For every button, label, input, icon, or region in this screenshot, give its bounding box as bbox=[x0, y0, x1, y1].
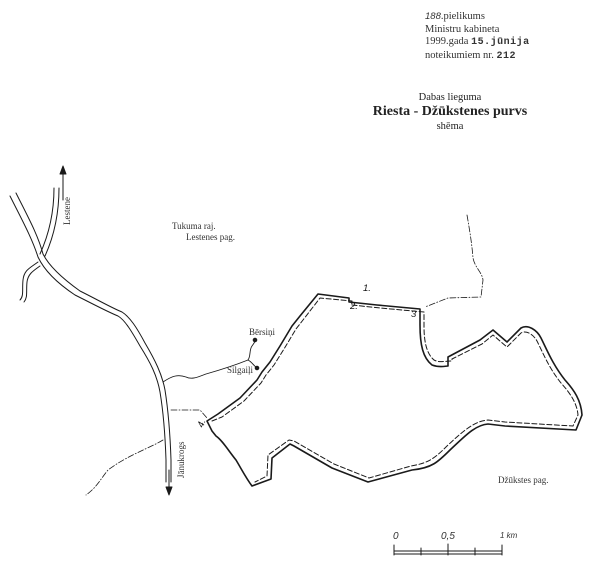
appendix-number: 188 bbox=[425, 11, 441, 22]
map-kind: shēma bbox=[436, 121, 464, 132]
scale-bar bbox=[393, 543, 503, 556]
road-lestene bbox=[19, 187, 60, 303]
appendix-note: 188.pielikums Ministru kabineta 1999.gad… bbox=[425, 11, 530, 63]
admin-boundary bbox=[85, 214, 484, 496]
boundary-point-2: 2. bbox=[350, 301, 358, 312]
label-tukuma-raj: Tukuma raj. bbox=[172, 221, 216, 231]
map-title: Riesta - Džūkstenes purvs bbox=[372, 104, 528, 119]
scale-label-1km: 1 km bbox=[500, 531, 518, 540]
label-bersini: Bērsiņi bbox=[249, 327, 275, 337]
appendix-line-2: Ministru kabineta bbox=[425, 23, 500, 35]
label-lestene-road: Lestene bbox=[62, 197, 72, 225]
map-subtitle: Dabas lieguma bbox=[418, 92, 482, 103]
arrow-south-icon bbox=[165, 469, 173, 496]
reserve-boundary bbox=[206, 293, 583, 487]
road-to-bersini bbox=[162, 337, 260, 383]
appendix-line-4: noteikumiem nr. 212 bbox=[425, 49, 516, 62]
boundary-point-1: 1. bbox=[363, 283, 371, 294]
label-janukrogs-road: Jānukrogs bbox=[176, 441, 186, 479]
road-northwest bbox=[9, 192, 172, 483]
boundary-point-3: 3 bbox=[411, 309, 417, 320]
regulation-number: 212 bbox=[496, 50, 516, 62]
label-lestenes-pag: Lestenes pag. bbox=[186, 232, 235, 242]
arrow-north-icon bbox=[59, 165, 67, 201]
appendix-line-3: 1999.gada 15.jūnija bbox=[425, 36, 530, 48]
label-dzukstes-pag: Džūkstes pag. bbox=[498, 475, 549, 485]
appendix-date: 15.jūnija bbox=[471, 37, 530, 48]
appendix-line-1: 188.pielikums bbox=[425, 11, 485, 22]
map-title-block: Dabas lieguma Riesta - Džūkstenes purvs … bbox=[360, 91, 540, 133]
scale-label-half: 0,5 bbox=[441, 531, 455, 542]
label-silgaili: Silgaiļi bbox=[227, 365, 254, 375]
scale-label-0: 0 bbox=[393, 531, 399, 542]
